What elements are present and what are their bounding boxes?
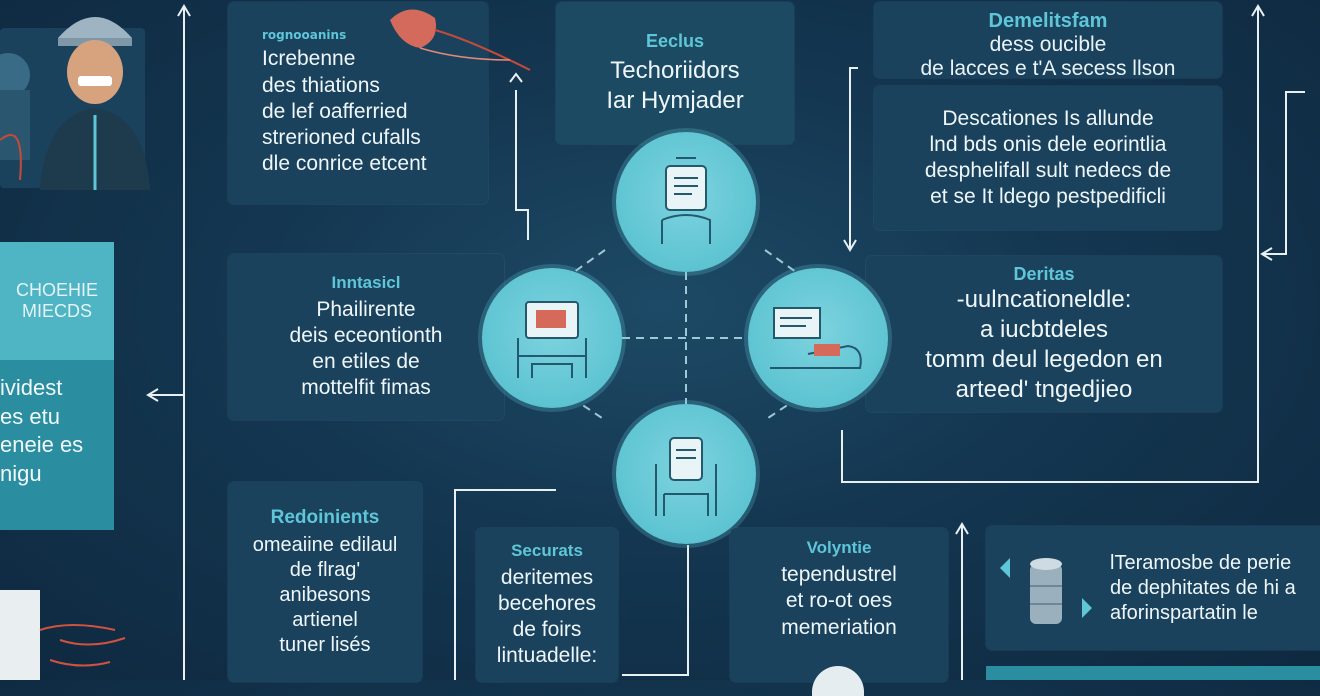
card-bottom-center-left: Securats deritemes becehores de foirs li… bbox=[476, 528, 618, 682]
card-title: rognooanins bbox=[262, 28, 347, 43]
hub-left[interactable] bbox=[482, 268, 622, 408]
left-panel-bottom-text: ividest es etu eneie es nigu bbox=[0, 375, 84, 486]
card-title: Securats bbox=[511, 540, 583, 560]
card-title: Deritas bbox=[1013, 263, 1075, 284]
card-body: deritemes becehores de foirs lintuadelle… bbox=[496, 565, 598, 668]
device-desk-icon bbox=[661, 157, 711, 244]
avatar-icon bbox=[812, 666, 864, 696]
left-bottom-sketch bbox=[0, 590, 130, 680]
card-body: Phailirente deis eceontionth en etiles d… bbox=[289, 297, 443, 400]
reclining-user-icon bbox=[770, 307, 862, 369]
worker-avatar-icon bbox=[0, 17, 150, 190]
hub-top[interactable] bbox=[616, 132, 756, 272]
card-body: Descationes Is allunde lnd bds onis dele… bbox=[924, 106, 1172, 209]
left-teal-panel: CHOEHIE MIECDS ividest es etu eneie es n… bbox=[0, 242, 114, 530]
card-body: lTeramosbe de perie de dephitates de hi … bbox=[1110, 551, 1296, 624]
card-body: Icrebenne des thiations de lef oafferrie… bbox=[262, 47, 427, 176]
card-top-right: Descationes Is allunde lnd bds onis dele… bbox=[874, 86, 1222, 230]
left-avatar-panel bbox=[0, 0, 160, 200]
card-top-center: Eeclus Techoriidors Iar Hymjader bbox=[556, 2, 794, 144]
screen-workstation-icon bbox=[517, 301, 587, 378]
hub-bottom[interactable] bbox=[616, 404, 756, 544]
card-title: Eeclus bbox=[645, 30, 705, 51]
card-body: -uulncationeldle: a iucbtdeles tomm deul… bbox=[925, 285, 1163, 403]
card-body: dess oucible de lacces e t'A secess llso… bbox=[920, 33, 1176, 80]
card-bottom-center-right: Volyntie tependustrel et ro-ot oes memer… bbox=[730, 528, 948, 696]
card-bottom-left: Redoinients omeaiine edilaul de flrag' a… bbox=[228, 482, 422, 682]
hub-right[interactable] bbox=[748, 268, 888, 408]
sketch-icon bbox=[0, 590, 126, 680]
card-mid-left: Inntasicl Phailirente deis eceontionth e… bbox=[228, 254, 504, 420]
card-title: Volyntie bbox=[806, 538, 872, 557]
card-bottom-right: lTeramosbe de perie de dephitates de hi … bbox=[986, 526, 1320, 650]
card-title: Redoinients bbox=[270, 506, 380, 528]
left-panel-top-text: CHOEHIE MIECDS bbox=[0, 242, 114, 360]
server-cylinder-icon bbox=[1000, 558, 1092, 624]
card-body: Techoriidors Iar Hymjader bbox=[606, 56, 744, 114]
card-top-right-header: Demelitsfam dess oucible de lacces e t'A… bbox=[874, 2, 1222, 80]
card-top-left: rognooanins Icrebenne des thiations de l… bbox=[228, 2, 488, 204]
card-mid-right: Deritas -uulncationeldle: a iucbtdeles t… bbox=[866, 256, 1222, 412]
card-body: tependustrel et ro-ot oes memeriation bbox=[781, 563, 897, 639]
bottom-right-strip bbox=[986, 666, 1320, 680]
card-title: Inntasicl bbox=[331, 272, 401, 292]
robot-chair-icon bbox=[655, 437, 717, 516]
fox-illustration-icon bbox=[380, 0, 540, 95]
card-title: Demelitsfam bbox=[988, 10, 1108, 32]
card-body: omeaiine edilaul de flrag' anibesons art… bbox=[252, 533, 398, 656]
